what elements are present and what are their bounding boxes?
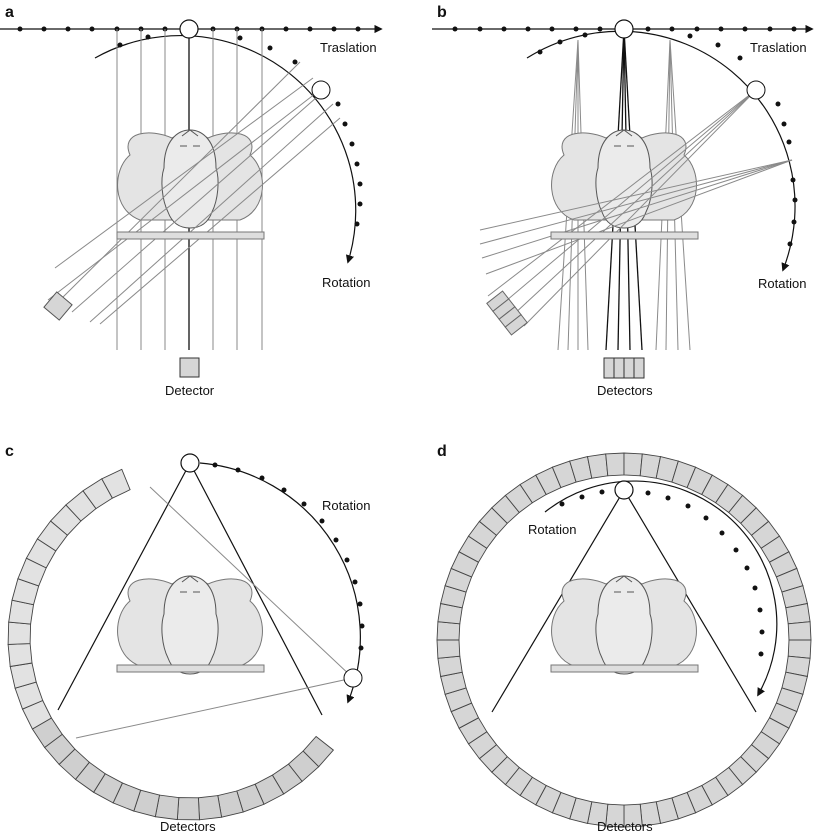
detector-element (436, 621, 461, 641)
rotation-dots-c (212, 462, 365, 651)
table-b (550, 231, 699, 240)
detector-arc-c (7, 468, 335, 821)
traslation-label-b: Traslation (750, 40, 807, 55)
panel-b-letter: b (437, 4, 447, 21)
rotation-label-a: Rotation (322, 275, 370, 290)
traslation-dots-b (452, 26, 797, 32)
xray-source-a (179, 19, 199, 39)
fan-edge-left-d (491, 489, 625, 713)
rotation-arc-c (199, 462, 361, 704)
detector-array-b (603, 357, 645, 379)
detector-element (7, 643, 33, 668)
detector-label-a: Detector (165, 383, 215, 398)
detector-element (787, 639, 812, 659)
panel-a-letter: a (5, 4, 14, 21)
traslation-label-a: Traslation (320, 40, 377, 55)
table-d (550, 664, 699, 673)
detector-element (436, 639, 461, 659)
detector-label-d: Detectors (597, 819, 653, 833)
rotation-arc-d (544, 480, 778, 697)
xray-source-rotated-c (343, 668, 363, 688)
patient-a (117, 129, 263, 229)
detector-ring-d (436, 452, 812, 828)
panel-b: b Traslation Rotation (432, 4, 814, 398)
panel-d: d Rotation Detectors (436, 443, 812, 833)
xray-source-b (614, 19, 634, 39)
rotation-dots-d (559, 489, 765, 657)
rotation-arc-a (94, 34, 357, 264)
detector-rotated-a (43, 291, 73, 321)
detector-element (176, 797, 200, 821)
xray-source-d (614, 480, 634, 500)
xray-source-rotated-a (311, 80, 331, 100)
detector-element (787, 621, 812, 641)
detector-label-b: Detectors (597, 383, 653, 398)
rotation-label-d: Rotation (528, 522, 576, 537)
rotation-label-c: Rotation (322, 498, 370, 513)
patient-c (117, 575, 263, 675)
detector-element (7, 621, 32, 645)
rotation-label-b: Rotation (758, 276, 806, 291)
fan-edge-right-c (189, 462, 323, 716)
xray-source-rotated-b (746, 80, 766, 100)
panel-c: c Rotation Detectors (5, 443, 370, 833)
table-c (116, 664, 265, 673)
rotation-dots-b (537, 32, 798, 247)
detector-a (179, 357, 200, 378)
detector-array-rotated-b (486, 290, 528, 336)
detector-element (623, 452, 643, 477)
fan-edge-rot-1-c (149, 486, 354, 679)
detector-label-c: Detectors (160, 819, 216, 833)
detector-element (197, 795, 223, 821)
detector-element (101, 468, 131, 499)
rotation-dots-a (117, 34, 363, 227)
panel-d-letter: d (437, 443, 447, 460)
xray-source-c (180, 453, 200, 473)
rotated-beams-a (47, 61, 341, 325)
patient-d (551, 575, 697, 675)
rotation-arc-b (526, 30, 796, 272)
rotated-fan-beams-b (479, 89, 793, 327)
fan-edge-right-d (623, 489, 757, 713)
fan-edge-rot-2-c (75, 677, 354, 739)
detector-element (605, 452, 625, 477)
table-a (116, 231, 265, 240)
panel-c-letter: c (5, 443, 14, 460)
panel-a: a Traslation Rotation Detector (0, 4, 383, 398)
